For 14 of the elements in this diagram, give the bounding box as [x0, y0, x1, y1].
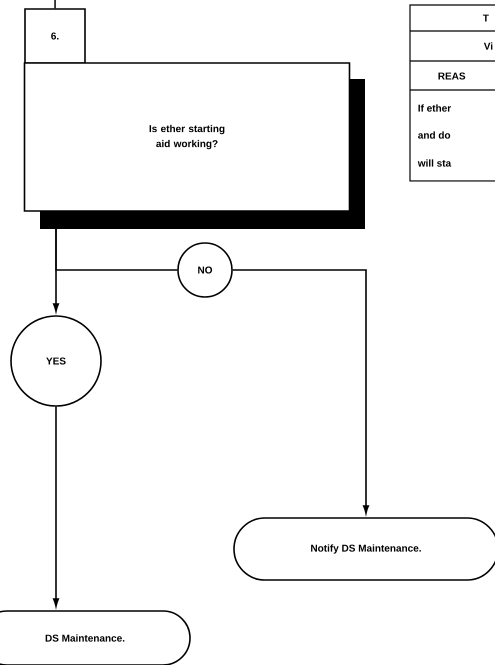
step-number-box: 6.	[24, 8, 86, 64]
table-heading: REAS	[438, 72, 466, 80]
connector-line	[54, 0, 56, 8]
arrow	[232, 269, 370, 514]
connector-line	[55, 229, 178, 271]
table-text: will sta	[418, 159, 452, 167]
terminal-box: DS Maintenance.	[0, 610, 191, 665]
terminal-box: Notify DS Maintenance.	[233, 517, 495, 581]
table-text: If ether	[418, 104, 451, 112]
table-text: and do	[418, 131, 450, 139]
table-heading: T	[482, 14, 489, 22]
arrow	[52, 406, 60, 607]
table-heading: Vi	[484, 42, 492, 50]
decision-box: Is ether starting aid working?	[24, 62, 365, 229]
